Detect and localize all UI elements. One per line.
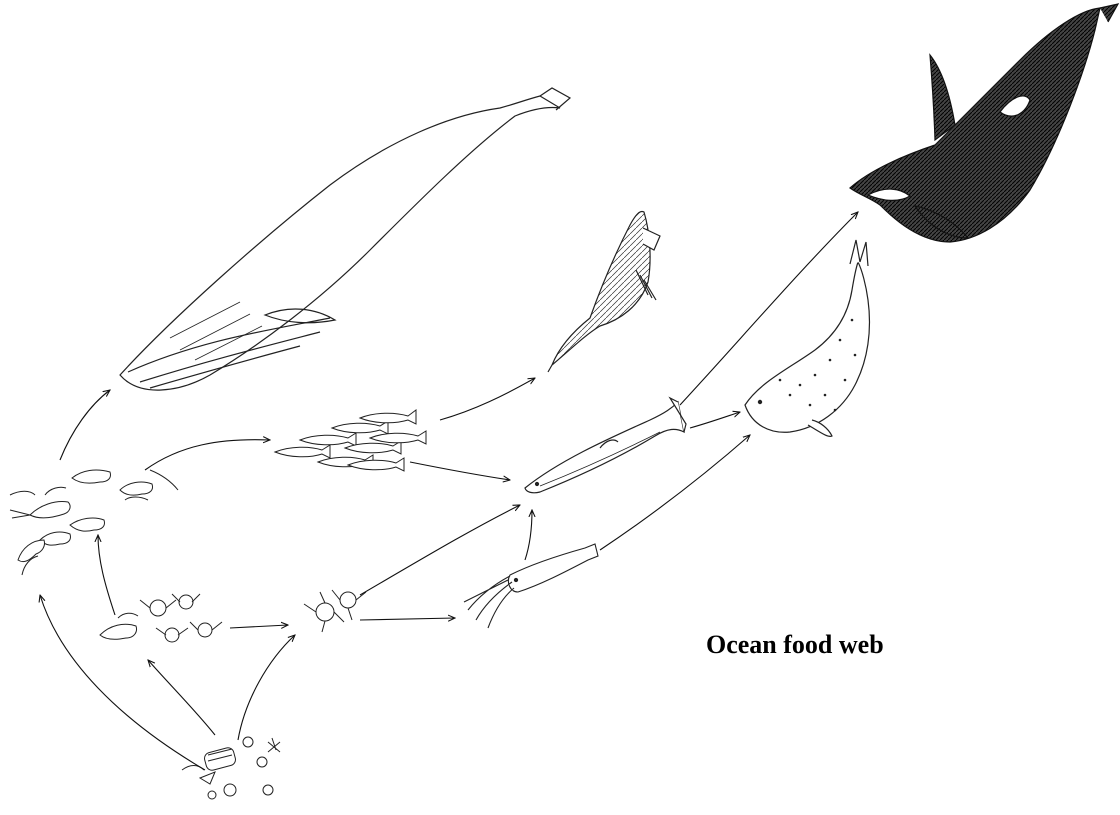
arrow-larvae-squid [360,618,455,620]
phytoplankton-icon [182,737,280,799]
arrow-zooplankton-krill [98,535,115,615]
arrow-phytoplankton-zooplankton [148,660,215,735]
arrow-krill-whale [60,390,110,460]
seal-icon [745,240,869,436]
cormorant-icon [548,212,660,372]
arrow-squid-salmon [525,510,532,560]
salmon-icon [525,398,686,493]
arrow-fish-salmon [410,462,510,480]
krill-icon [10,470,178,575]
arrow-larvae-salmon [360,505,520,595]
diagram-caption: Ocean food web [706,630,884,660]
arrow-fish-cormorant [440,378,535,420]
arrow-salmon-seal [690,412,740,428]
arrow-phytoplankton-larvae [238,635,295,740]
arrow-phytoplankton-krill [40,595,205,770]
orca-icon [850,4,1118,242]
food-web-arrows [40,212,858,770]
squid-icon [464,544,598,628]
arrow-krill-fish [145,440,270,470]
arrow-zooplankton-larvae [230,625,288,628]
anchovy-school-icon [275,410,426,471]
copepod-icon [100,594,222,642]
baleen-whale-icon [120,88,570,390]
larvae-icon [304,590,366,632]
